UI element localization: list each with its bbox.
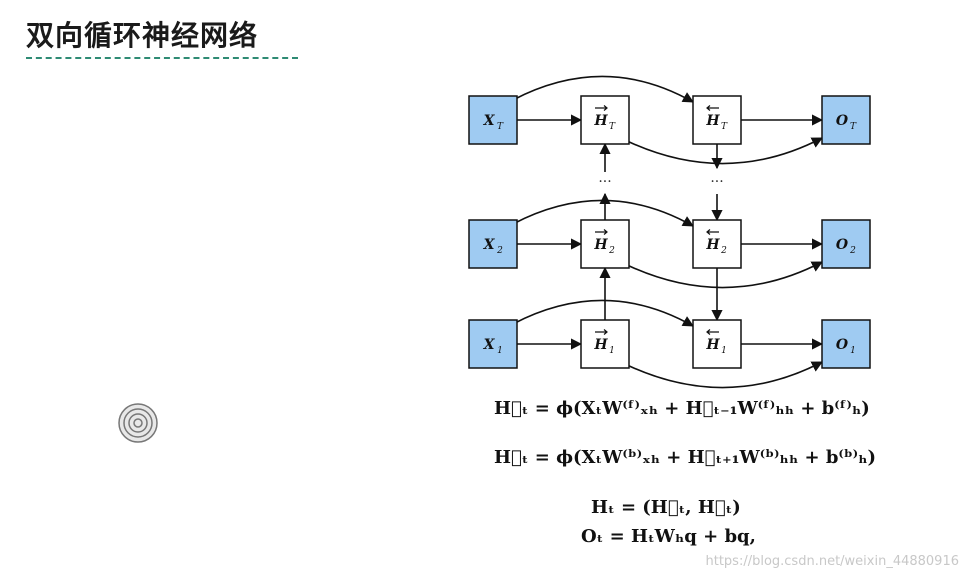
output-subscript: T bbox=[850, 122, 857, 132]
left-arrow-icon bbox=[706, 105, 719, 111]
backward-hidden-formula: H⃖ₜ = ϕ(XₜW⁽ᵇ⁾ₓₕ + H⃖ₜ₊₁W⁽ᵇ⁾ₕₕ + b⁽ᵇ⁾ₕ) bbox=[494, 447, 877, 468]
edge-fwd-output bbox=[624, 137, 823, 165]
input-node-T bbox=[468, 95, 518, 145]
output-node-2 bbox=[821, 219, 871, 269]
input-label: X bbox=[483, 337, 496, 353]
bwd-node-2 bbox=[692, 219, 742, 269]
output-label: O bbox=[836, 237, 849, 253]
output-node-1 bbox=[821, 319, 871, 369]
fwd-label: H bbox=[593, 337, 608, 353]
output-subscript: 2 bbox=[849, 246, 856, 256]
diagram-edges bbox=[512, 75, 824, 389]
cursor-target-icon bbox=[118, 403, 158, 443]
input-label: X bbox=[483, 113, 496, 129]
right-arrow-icon bbox=[595, 329, 608, 335]
bwd-label: H bbox=[705, 337, 720, 353]
input-node-1 bbox=[468, 319, 518, 369]
fwd-subscript: T bbox=[609, 122, 616, 132]
output-label: O bbox=[836, 337, 849, 353]
output-label: O bbox=[836, 113, 849, 129]
edge-fwd-output bbox=[624, 361, 823, 389]
fwd-node-T bbox=[580, 95, 630, 145]
fwd-node-2 bbox=[580, 219, 630, 269]
right-arrow-icon bbox=[595, 229, 608, 235]
bwd-subscript: 1 bbox=[721, 346, 727, 356]
left-arrow-icon bbox=[706, 329, 719, 335]
output-node-T bbox=[821, 95, 871, 145]
bwd-node-T bbox=[692, 95, 742, 145]
left-arrow-icon bbox=[706, 229, 719, 235]
edge-input-bwd bbox=[512, 299, 694, 327]
input-node-2 bbox=[468, 219, 518, 269]
input-label: X bbox=[483, 237, 496, 253]
title-underline bbox=[26, 57, 298, 59]
fwd-label: H bbox=[593, 237, 608, 253]
slide-title: 双向循环神经网络 bbox=[26, 19, 259, 52]
input-subscript: 2 bbox=[496, 246, 503, 256]
forward-hidden-formula: H⃗ₜ = ϕ(XₜW⁽ᶠ⁾ₓₕ + H⃗ₜ₋₁W⁽ᶠ⁾ₕₕ + b⁽ᶠ⁾ₕ) bbox=[494, 398, 870, 419]
fwd-node-1 bbox=[580, 319, 630, 369]
right-arrow-icon bbox=[595, 105, 608, 111]
edge-input-bwd bbox=[512, 75, 694, 103]
watermark: https://blog.csdn.net/weixin_44880916 bbox=[705, 554, 959, 569]
fwd-subscript: 1 bbox=[609, 346, 615, 356]
concat-hidden-formula: Hₜ = (H⃗ₜ, H⃖ₜ) bbox=[591, 497, 741, 518]
input-subscript: T bbox=[497, 122, 504, 132]
fwd-subscript: 2 bbox=[608, 246, 615, 256]
bwd-label: H bbox=[705, 237, 720, 253]
ellipsis-fwd: ··· bbox=[598, 174, 611, 190]
output-subscript: 1 bbox=[850, 346, 856, 356]
input-subscript: 1 bbox=[497, 346, 503, 356]
bwd-label: H bbox=[705, 113, 720, 129]
bwd-subscript: T bbox=[721, 122, 728, 132]
bwd-subscript: 2 bbox=[720, 246, 727, 256]
output-formula: Oₜ = HₜWₕq + bq, bbox=[581, 526, 756, 547]
edge-fwd-output bbox=[624, 261, 823, 289]
bwd-node-1 bbox=[692, 319, 742, 369]
fwd-label: H bbox=[593, 113, 608, 129]
ellipsis-bwd: ··· bbox=[710, 174, 723, 190]
